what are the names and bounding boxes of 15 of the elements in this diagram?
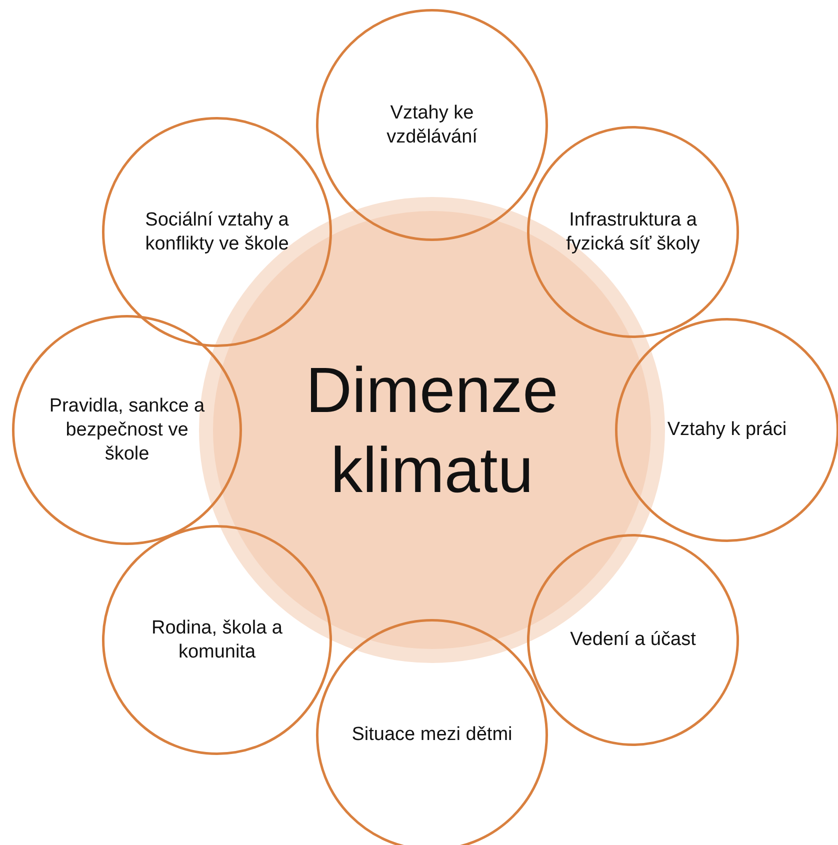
circle-label: Vedení a účast	[569, 628, 697, 652]
dimension-circle	[527, 126, 739, 338]
dimension-circle	[12, 315, 242, 545]
circle-label: Situace mezi dětmi	[350, 723, 514, 747]
dimension-circle	[102, 117, 332, 347]
circle-label: Pravidla, sankce a bezpečnost ve škole	[48, 394, 206, 466]
dimension-circle	[527, 534, 739, 746]
center-title: Dimenze klimatu	[304, 353, 560, 508]
dimension-circle	[102, 525, 332, 755]
dimension-circle	[316, 9, 548, 241]
circle-label: Vztahy ke vzdělávání	[386, 101, 478, 149]
circle-label: Infrastruktura a fyzická síť školy	[565, 208, 701, 256]
circle-label: Rodina, škola a komunita	[150, 616, 284, 664]
circle-label: Sociální vztahy a konflikty ve škole	[144, 208, 290, 256]
circle-label: Vztahy k práci	[666, 418, 788, 442]
